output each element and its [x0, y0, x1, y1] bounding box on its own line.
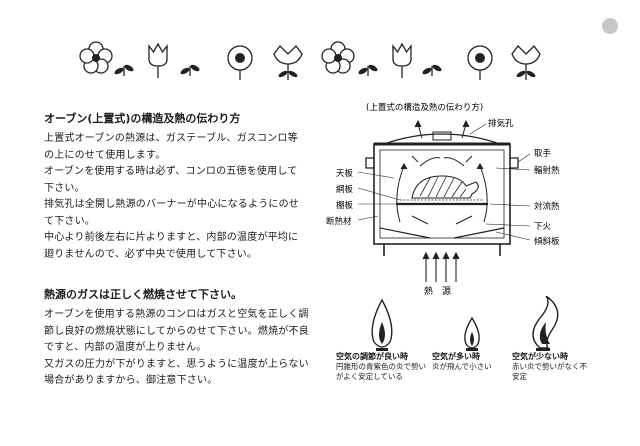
label-handle: 取手 — [534, 148, 552, 159]
label-radiant-heat: 輻射熱 — [534, 165, 560, 176]
paragraph: 上置式オーブンの熱源は、ガステーブル、ガスコンロ等の上にのせて使用します。 — [44, 133, 298, 161]
page-marker-dot — [602, 18, 618, 34]
label-bottom-fire: 下火 — [534, 222, 552, 232]
paragraph: オーブンを使用する熱源のコンロはガスと空気を正しく調節し良好の燃焼状態にしてから… — [44, 309, 309, 353]
heat-source-arrows — [422, 251, 460, 282]
paragraph: 排気孔は全開し熱源のバーナーが中心になるようにのせて下さい。 — [44, 199, 299, 227]
label-exhaust: 排気孔 — [488, 118, 514, 129]
floral-banner — [79, 41, 541, 81]
flame-caption-good: 空気の調節が良い時 円錐形の青紫色の炎で勢いがよく安定している — [336, 352, 426, 381]
flame-illustrations — [371, 296, 559, 351]
leader-lines — [357, 123, 531, 241]
label-insulation: 断熱材 — [326, 216, 352, 227]
section-heading: オーブン(上置式)の構造及熱の伝わり方 — [44, 112, 241, 125]
exhaust-arrows — [414, 119, 470, 139]
section-heading: 熱源のガスは正しく燃焼させて下さい。 — [44, 288, 242, 301]
label-shelf: 棚板 — [336, 200, 354, 211]
oven-body — [365, 131, 519, 256]
flame-good-icon — [371, 298, 393, 351]
label-wire-rack: 網板 — [336, 184, 354, 195]
paragraph: 中心より前後左右に片よりますと、内部の温度が平均に廻りませんので、必ず中央で使用… — [44, 232, 299, 260]
flame-caption-too-little-air: 空気が少ない時 赤い炎で勢いがなく不安定 — [512, 352, 587, 381]
paragraph: 又ガスの圧力が下がりますと、思うように温度が上らない場合がありますから、御注意下… — [44, 358, 309, 387]
label-top-plate: 天板 — [336, 168, 354, 179]
paragraph: オーブンを使用する時は必ず、コンロの五徳を使用して下さい。 — [44, 166, 298, 194]
label-convection-heat: 対流熱 — [534, 201, 560, 212]
gas-combustion-section: 熱源のガスは正しく燃焼させて下さい。 オーブンを使用する熱源のコンロはガスと空気… — [44, 287, 314, 390]
label-heat-source: 熱 源 — [424, 285, 451, 296]
label-sloped-plate: 傾斜板 — [534, 236, 560, 247]
flame-too-much-air-icon — [464, 316, 480, 351]
diagram-title: (上置式の構造及熱の伝わり方) — [366, 102, 483, 113]
flame-too-little-air-icon — [532, 296, 559, 351]
roast-on-rack — [396, 175, 488, 206]
oven-diagram: (上置式の構造及熱の伝わり方) — [326, 102, 560, 296]
flame-caption-too-much-air: 空気が多い時 炎が飛んで小さい — [432, 352, 492, 371]
oven-structure-section: オーブン(上置式)の構造及熱の伝わり方 上置式オーブンの熱源は、ガステーブル、ガ… — [44, 111, 302, 263]
heat-flow-arrows — [396, 155, 488, 225]
